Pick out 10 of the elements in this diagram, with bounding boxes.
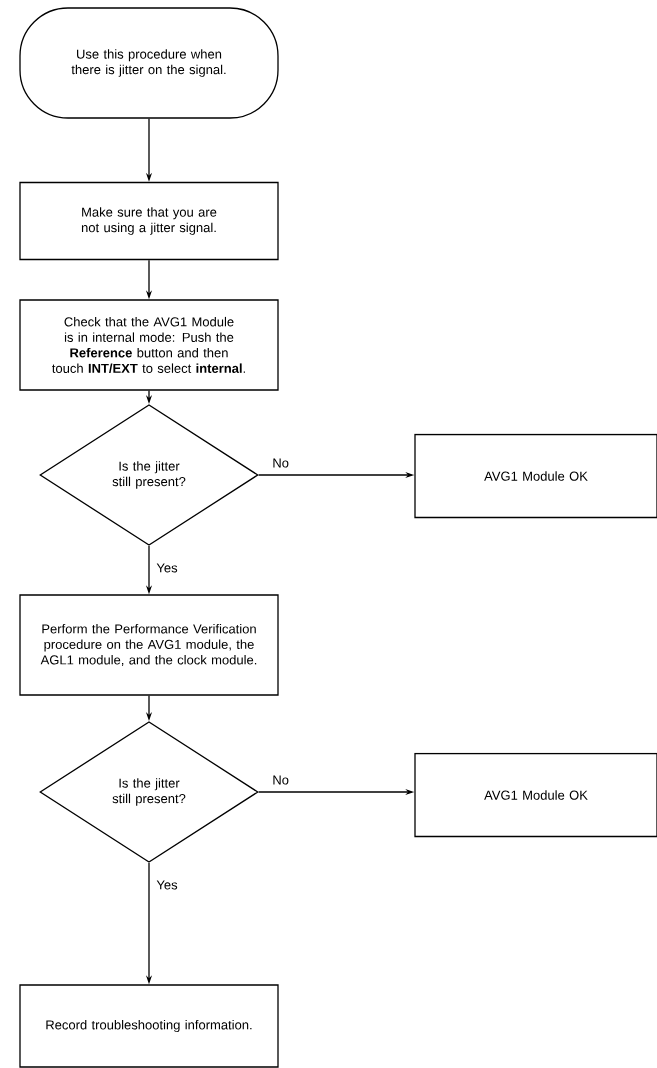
edge-label: No: [271, 774, 290, 786]
process-box: Make sure that you are not using a jitter signal.: [19, 181, 279, 261]
process-box: AVG1 Module OK: [414, 433, 657, 519]
process-box: Perform the Performance Verification procedure on the AVG1 module, the AGL1 module, and the clock module.: [19, 594, 279, 696]
process-box: AVG1 Module OK: [414, 752, 657, 838]
edge-label: Yes: [155, 562, 179, 574]
edge-label: No: [271, 457, 290, 469]
edge-label: Yes: [155, 879, 179, 891]
process-box: Record troubleshooting information.: [19, 984, 279, 1068]
process-box: Check that the AVG1 Module is in internal mode: Push the Reference button and then touch INT/EXT to select internal.: [19, 299, 279, 391]
